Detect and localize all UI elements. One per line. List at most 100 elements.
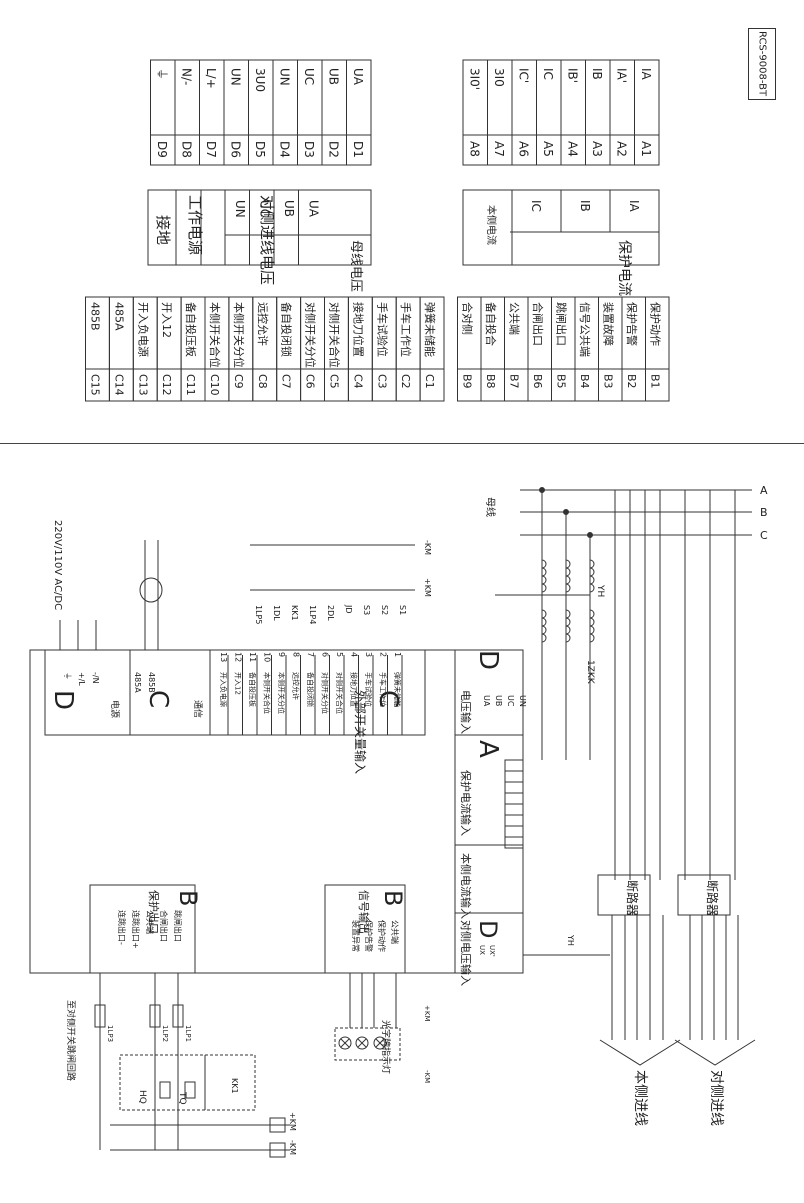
terminal-box bbox=[504, 814, 524, 827]
terminal-box bbox=[504, 792, 524, 805]
yh-coil bbox=[565, 567, 571, 577]
tq-label: TQ bbox=[177, 1091, 187, 1105]
bus-label: 母线 bbox=[484, 497, 497, 517]
c-pin-number: 4 bbox=[350, 652, 359, 657]
yh-coil bbox=[589, 633, 595, 643]
c-pin-number: 9 bbox=[277, 652, 286, 657]
c-pin-number: 7 bbox=[306, 652, 315, 657]
block-d-term: UN bbox=[518, 695, 527, 707]
yh-coil bbox=[589, 609, 595, 619]
c-comm-title: 通信 bbox=[192, 700, 204, 718]
block-c-title: 外部开关量输入 bbox=[353, 690, 368, 774]
yh-coil bbox=[541, 575, 547, 585]
terminal-box bbox=[504, 836, 524, 849]
c-pin-number: 1 bbox=[393, 652, 402, 657]
lamp-group bbox=[334, 1027, 401, 1061]
peer-trip-label: 至对侧开关跳闸回路 bbox=[65, 1000, 77, 1081]
yh-coil bbox=[541, 633, 547, 643]
b-protect-label: 跳闸出口 bbox=[173, 910, 183, 942]
table-a-group-name: 保护电流 bbox=[616, 240, 632, 296]
c-input-label: 对侧开关分位 bbox=[321, 672, 330, 714]
terminal-box bbox=[504, 770, 524, 783]
table-a-pin-label: A1 bbox=[639, 141, 653, 157]
yh-coil bbox=[589, 583, 595, 593]
table-d-group2: 对侧进线电压 bbox=[258, 195, 276, 285]
d-power-term: +/L bbox=[77, 672, 86, 686]
table-d-sig-label: UA bbox=[351, 68, 365, 86]
lp-label: 1LP1 bbox=[184, 1025, 192, 1042]
table-a-sig-label: IA' bbox=[614, 68, 628, 83]
table-b-sig-label: 跳闸出口 bbox=[555, 302, 569, 346]
contact-label: 1LP4 bbox=[308, 605, 317, 624]
lp-label: 1LP3 bbox=[106, 1025, 114, 1042]
table-d-sig-label: 3U0 bbox=[253, 68, 267, 92]
table-d-group-signal: UB bbox=[282, 200, 296, 217]
table-c-sig-label: 接地刀位置 bbox=[351, 302, 365, 357]
tq-coil bbox=[184, 1081, 196, 1099]
minus-km-label: -KM bbox=[423, 540, 432, 555]
table-b-pin-label: B8 bbox=[484, 374, 497, 389]
c-input-label: 备自投压板 bbox=[248, 672, 257, 707]
d-power-term: ⏚ bbox=[63, 672, 72, 680]
block-d-term: UB bbox=[494, 695, 503, 706]
contact-label: JD bbox=[344, 604, 353, 614]
yh-coil bbox=[565, 625, 571, 635]
lamp-minus-km: -KM bbox=[423, 1070, 431, 1083]
phase-label: B bbox=[760, 506, 768, 519]
yh-coil bbox=[589, 575, 595, 585]
breaker-label: 断路器 bbox=[625, 880, 640, 916]
d-power-title: 电源 bbox=[109, 700, 121, 718]
km-fuse bbox=[269, 1142, 286, 1158]
table-d-group4: 接地 bbox=[154, 215, 172, 245]
c-comm-label: 485B bbox=[147, 672, 156, 693]
km-plus-bottom: +KM bbox=[288, 1112, 297, 1131]
table-c-sig-label: 弹簧未储能 bbox=[423, 302, 437, 357]
plus-km-label: +KM bbox=[423, 578, 432, 597]
yh-coil bbox=[541, 559, 547, 569]
table-a-sig-label: IA bbox=[639, 68, 653, 81]
table-a-sig-label: IB bbox=[590, 68, 604, 80]
table-c-pin-label: C4 bbox=[351, 374, 364, 389]
peer-line-label: 对侧进线 bbox=[708, 1070, 724, 1126]
block-a-title: 保护电流输入 bbox=[459, 770, 473, 836]
section-divider bbox=[0, 443, 804, 444]
kk1-group bbox=[204, 1054, 256, 1111]
table-b-pin-label: B3 bbox=[602, 374, 615, 389]
arrow-peer bbox=[674, 1039, 756, 1066]
contact-label: S3 bbox=[362, 605, 371, 615]
yh-coil bbox=[565, 559, 571, 569]
yh-coil bbox=[565, 583, 571, 593]
block-d-power bbox=[44, 649, 131, 736]
table-d-group3: 工作电源 bbox=[186, 195, 204, 255]
yh-coil bbox=[589, 567, 595, 577]
table-d-pin-label: D9 bbox=[155, 141, 169, 158]
indicator-lamp bbox=[373, 1036, 387, 1050]
wire bbox=[375, 1038, 385, 1048]
bus-node bbox=[587, 532, 593, 538]
yh-coil bbox=[565, 575, 571, 585]
table-d-group-signal: UN bbox=[233, 200, 247, 218]
table-d-sig-label: ⏚ bbox=[155, 68, 169, 80]
block-d-term: UC bbox=[506, 695, 515, 707]
table-a-side-label: 本侧电流 bbox=[485, 205, 498, 245]
contact-label: 1LP5 bbox=[254, 605, 263, 624]
phase-label: A bbox=[760, 484, 768, 497]
table-d-pin-label: D1 bbox=[351, 141, 365, 158]
indicator-lamp bbox=[355, 1036, 369, 1050]
table-b-pin-label: B2 bbox=[625, 374, 638, 389]
table-a-cell-pin bbox=[462, 134, 488, 166]
yh-coil bbox=[541, 625, 547, 635]
table-d-pin-label: D7 bbox=[204, 141, 218, 158]
wire bbox=[357, 1038, 367, 1048]
block-d-term: UA bbox=[482, 695, 491, 707]
c-pin-number: 6 bbox=[321, 652, 330, 657]
table-d-group bbox=[147, 189, 372, 266]
table-d-pin-label: D5 bbox=[253, 141, 267, 158]
table-d-pin-label: D8 bbox=[179, 141, 193, 158]
table-a-group-signal: IC bbox=[529, 200, 543, 212]
block-d-letter: D bbox=[473, 650, 503, 670]
arrow-self bbox=[599, 1039, 681, 1066]
table-c-pin-label: C12 bbox=[160, 374, 173, 396]
